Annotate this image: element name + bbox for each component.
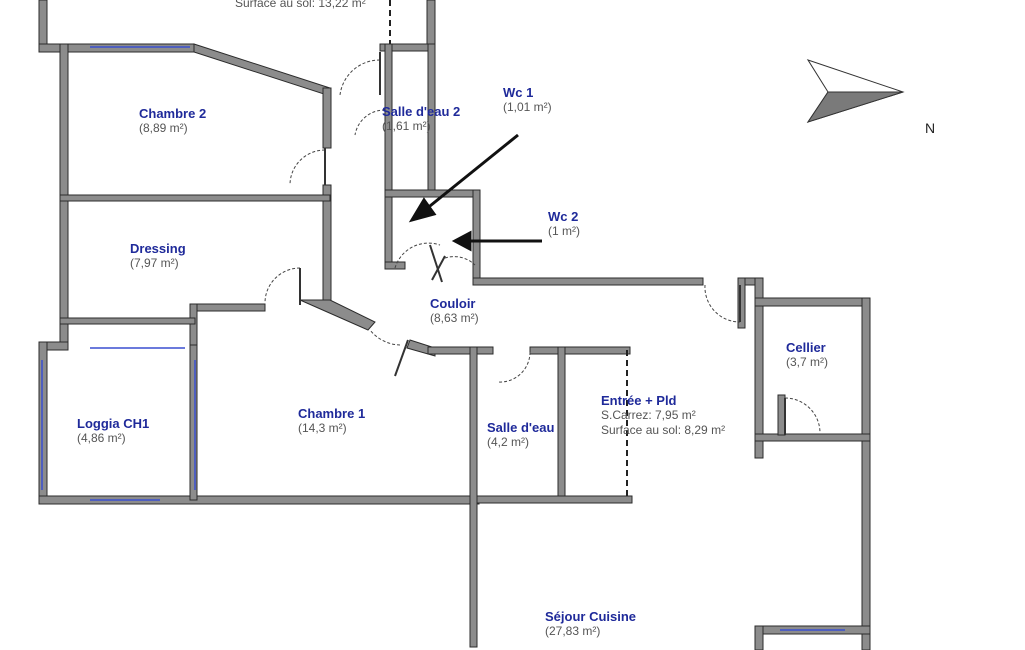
room-surface: Surface au sol: 8,29 m² bbox=[601, 423, 726, 437]
room-area: (8,89 m²) bbox=[139, 121, 188, 135]
compass-icon bbox=[806, 59, 905, 123]
room-name: Wc 2 bbox=[548, 209, 579, 224]
room-name: Entrée + Pld bbox=[601, 393, 677, 408]
top-room-surface: Surface au sol: 13,22 m² bbox=[235, 0, 366, 10]
room-area: (1,01 m²) bbox=[503, 100, 552, 114]
room-cellier: Cellier (3,7 m²) bbox=[786, 340, 828, 370]
room-dressing: Dressing (7,97 m²) bbox=[130, 241, 186, 271]
room-salle-eau-2: Salle d'eau 2 (1,61 m²) bbox=[382, 104, 460, 134]
arrow-wc1 bbox=[408, 133, 519, 223]
room-name: Wc 1 bbox=[503, 85, 534, 100]
room-name: Loggia CH1 bbox=[77, 416, 150, 431]
dashed-partitions bbox=[389, 0, 628, 498]
room-name: Séjour Cuisine bbox=[545, 609, 637, 624]
room-wc-1: Wc 1 (1,01 m²) bbox=[503, 85, 552, 115]
room-area: (7,97 m²) bbox=[130, 256, 179, 270]
arrow-wc2 bbox=[451, 230, 542, 252]
room-name: Couloir bbox=[430, 296, 476, 311]
windows bbox=[41, 46, 845, 631]
room-area: (3,7 m²) bbox=[786, 355, 828, 369]
room-name: Salle d'eau bbox=[487, 420, 555, 435]
room-area: (4,2 m²) bbox=[487, 435, 529, 449]
room-chambre-2: Chambre 2 (8,89 m²) bbox=[139, 106, 206, 136]
room-area: (27,83 m²) bbox=[545, 624, 601, 638]
door-leaves bbox=[299, 52, 786, 435]
room-salle-eau: Salle d'eau (4,2 m²) bbox=[487, 420, 554, 450]
room-name: Chambre 1 bbox=[298, 406, 366, 421]
room-area: (14,3 m²) bbox=[298, 421, 347, 435]
room-name: Cellier bbox=[786, 340, 826, 355]
room-couloir: Couloir (8,63 m²) bbox=[430, 296, 479, 326]
room-area: (1,61 m²) bbox=[382, 119, 431, 133]
room-sejour-cuisine: Séjour Cuisine (27,83 m²) bbox=[545, 609, 636, 639]
room-area: (8,63 m²) bbox=[430, 311, 479, 325]
room-wc-2: Wc 2 (1 m²) bbox=[548, 209, 580, 239]
room-entree: Entrée + Pld S.Carrez: 7,95 m² Surface a… bbox=[601, 393, 725, 438]
room-name: Salle d'eau 2 bbox=[382, 104, 461, 119]
doors bbox=[264, 59, 821, 434]
room-name: Chambre 2 bbox=[139, 106, 207, 121]
room-chambre-1: Chambre 1 (14,3 m²) bbox=[298, 406, 365, 436]
compass-north-label: N bbox=[925, 120, 936, 136]
room-area: (4,86 m²) bbox=[77, 431, 126, 445]
room-loggia-ch1: Loggia CH1 (4,86 m²) bbox=[77, 416, 149, 446]
room-carrez: S.Carrez: 7,95 m² bbox=[601, 408, 696, 422]
room-area: (1 m²) bbox=[548, 224, 580, 238]
room-name: Dressing bbox=[130, 241, 186, 256]
